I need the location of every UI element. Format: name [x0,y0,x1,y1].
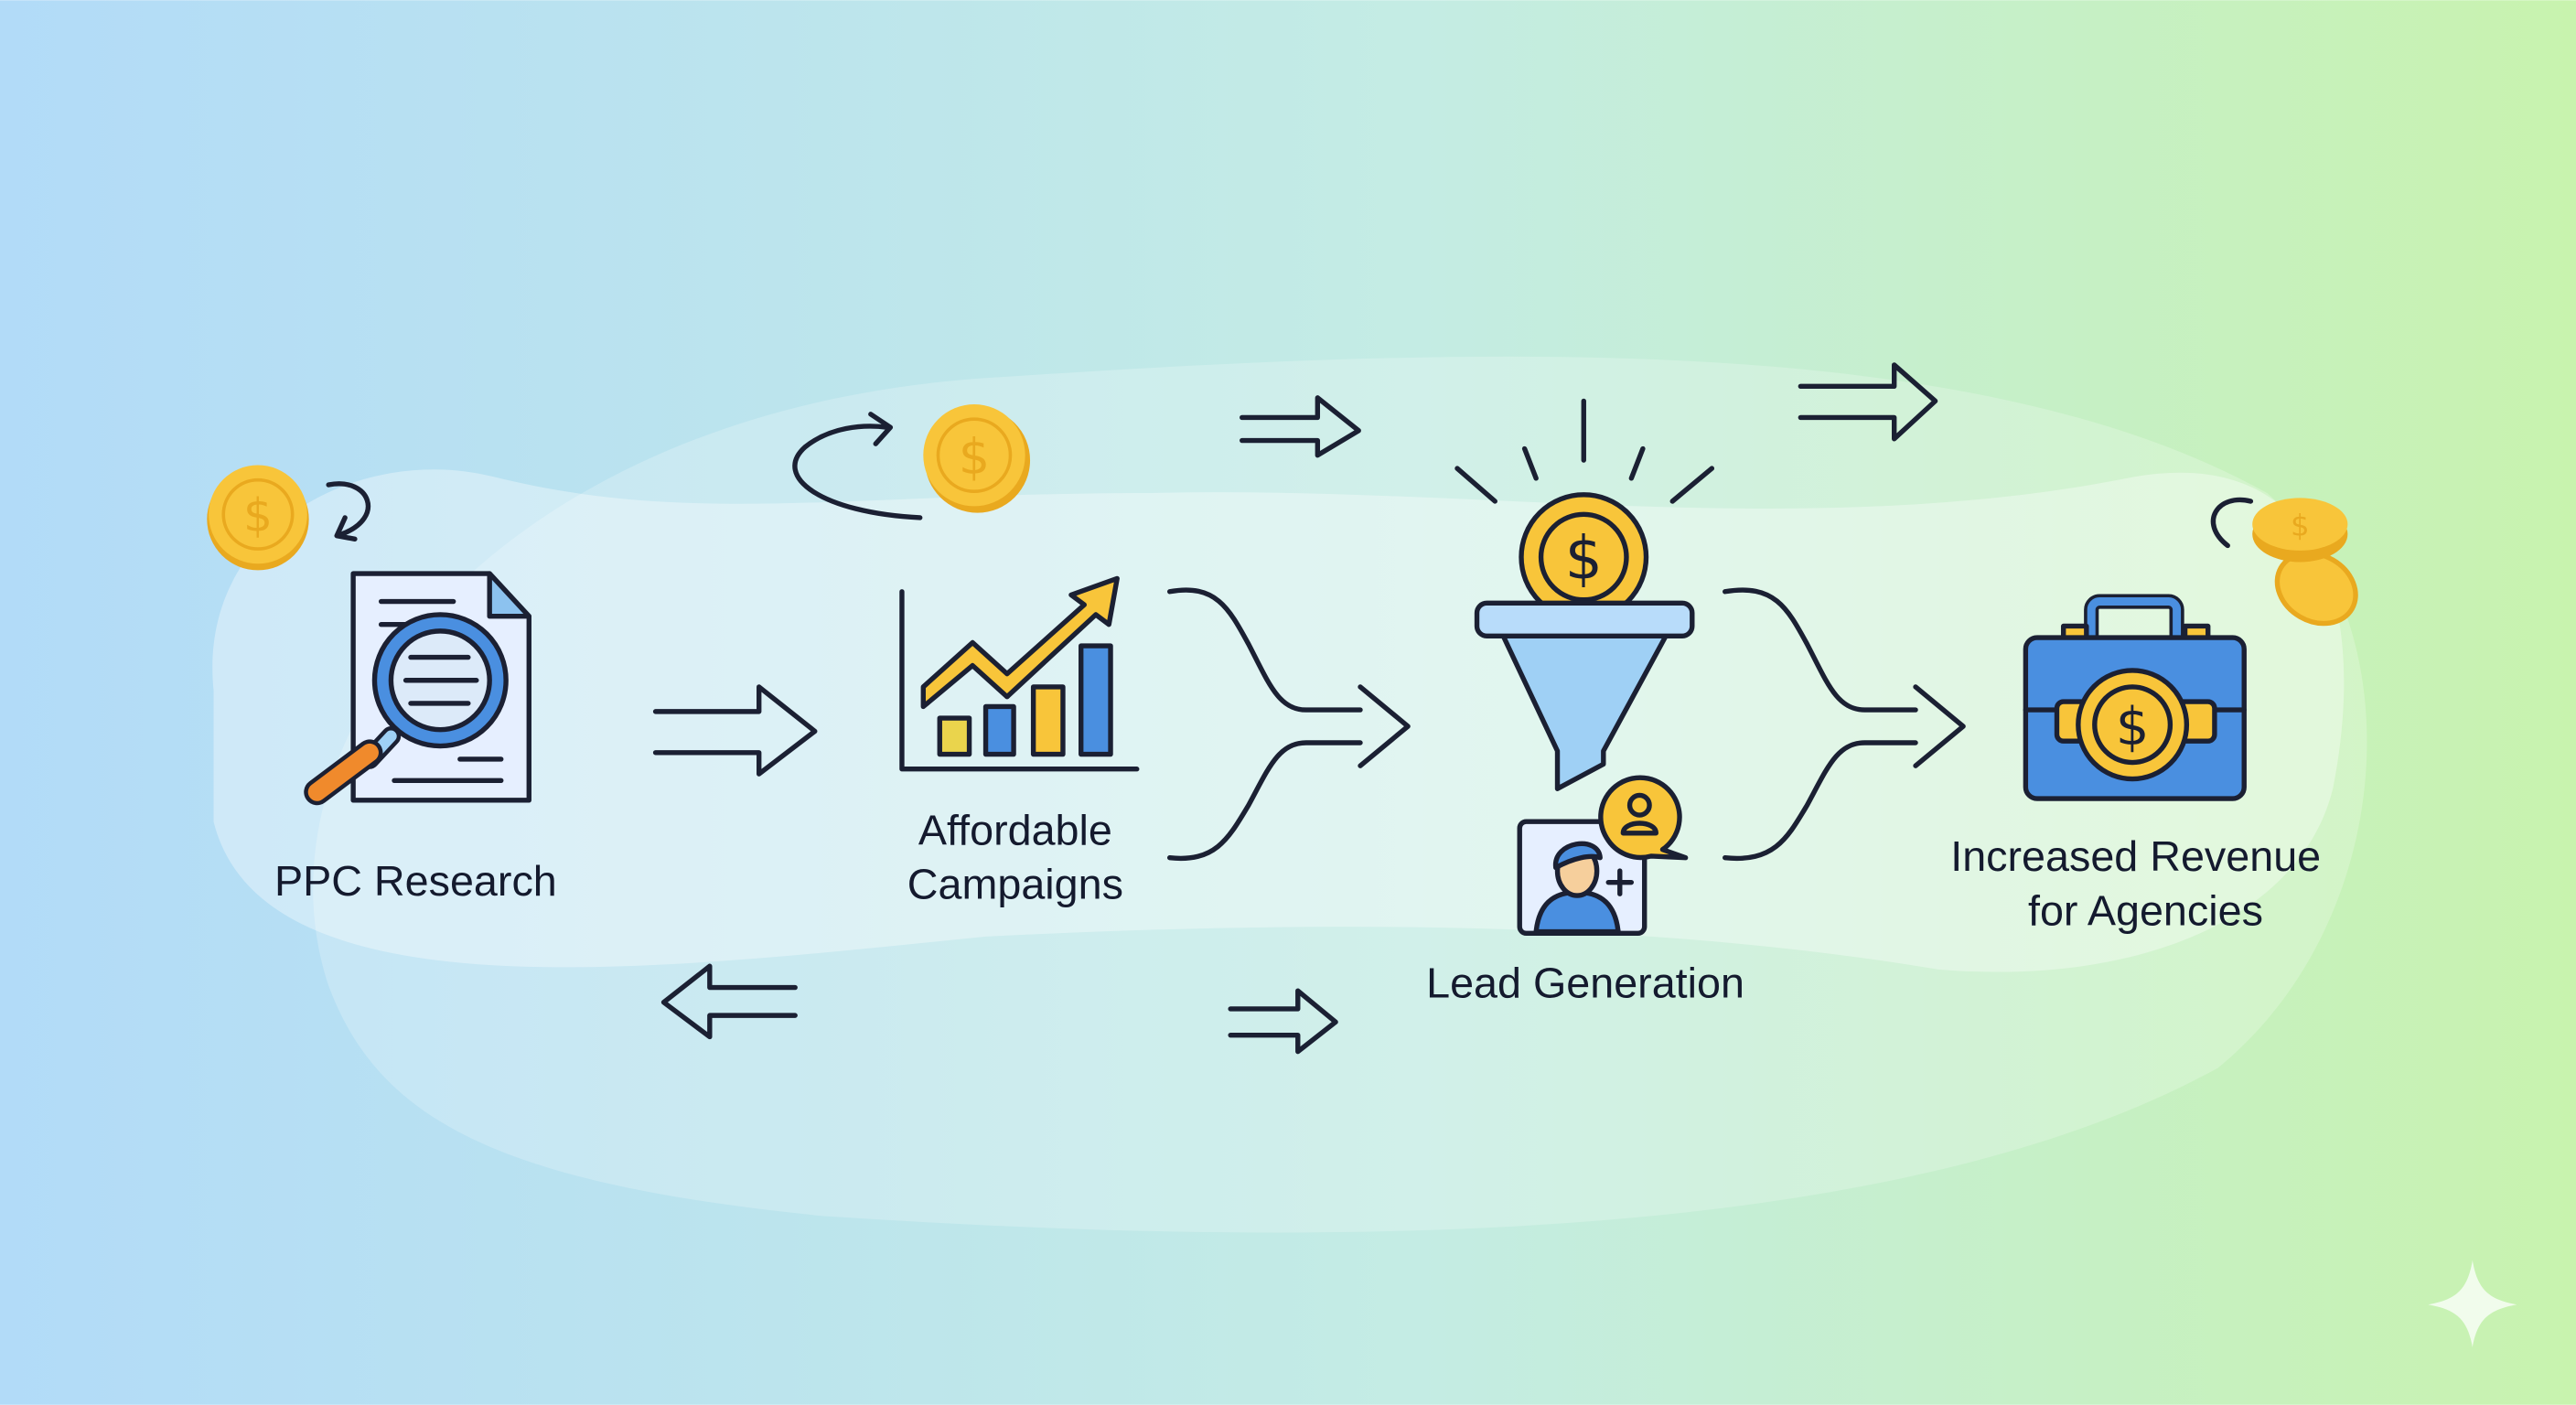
step-ppc-research: $ PPC Research [207,465,557,905]
growth-chart-icon [899,575,1140,772]
curved-arrow-icon [326,481,370,542]
loop-arrow-icon [792,412,923,520]
step-label: Increased Revenue [1950,832,2321,880]
svg-text:$: $ [2116,696,2150,757]
coin-icon: $ [923,404,1031,513]
briefcase-coin-icon: $ [2023,594,2247,801]
step-affordable-campaigns: $ Affordable Campaigns [792,404,1140,908]
document-magnifier-icon [304,571,531,806]
new-lead-card-icon [1517,775,1689,937]
step-label: Lead Generation [1426,959,1744,1006]
step-label: Campaigns [907,861,1123,908]
falling-coins-icon: $ [2210,497,2358,627]
svg-text:$: $ [1565,524,1603,593]
coin-icon: $ [207,465,309,571]
step-label: Affordable [918,806,1112,853]
double-arrow-left-icon [660,963,798,1040]
background-blob-inner [212,469,2345,972]
step-increased-revenue: $ $ Increased Revenue for Agencies [1950,497,2358,934]
sparkle-icon [2428,1260,2517,1347]
funnel-coin-icon: $ [1474,492,1695,791]
svg-text:$: $ [243,488,273,542]
step-label: PPC Research [274,857,557,905]
rays-icon [1454,398,1715,504]
merge-arrow-icon [1167,587,1411,862]
double-arrow-right-icon [1228,988,1338,1055]
background-blob-outer [313,356,2367,1233]
double-arrow-right-icon [1240,395,1361,458]
step-label: for Agencies [2028,886,2263,934]
svg-text:$: $ [959,427,990,485]
double-arrow-right-icon [1798,362,1938,442]
merge-arrow-icon [1723,587,1966,862]
svg-text:$: $ [2291,509,2310,543]
step-lead-generation: $ Lead Generation [1426,398,1744,1006]
double-arrow-right-icon [652,684,818,777]
